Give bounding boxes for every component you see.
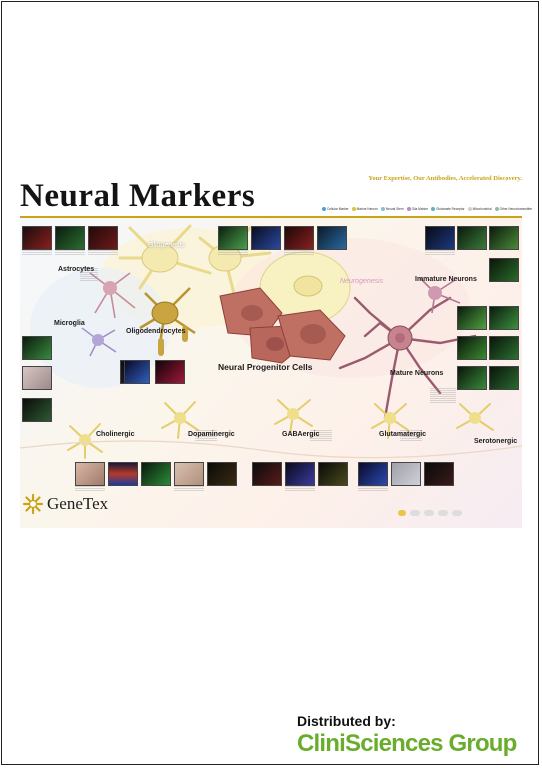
caption-lines — [430, 388, 456, 404]
micrograph-tile — [457, 366, 487, 390]
micrograph-tile — [457, 336, 487, 360]
legend-swatch — [380, 207, 385, 211]
label-immature-neurons: Immature Neurons — [415, 276, 477, 283]
micrograph-tile — [317, 226, 347, 250]
legend-label: Cellular Marker — [327, 207, 349, 211]
micrograph-tile — [22, 366, 52, 390]
micrograph-tile — [489, 258, 519, 282]
legend-label: Mitochondrial — [472, 207, 492, 211]
label-gabaergic: GABAergic — [282, 431, 320, 438]
neural-progenitor-cluster — [219, 287, 346, 364]
micrograph-tile — [489, 306, 519, 330]
micrograph-tile — [318, 462, 348, 486]
micrograph-tile — [489, 336, 519, 360]
process-neurogenesis: Neurogenesis — [340, 278, 384, 285]
legend-swatch — [322, 207, 326, 211]
micrograph-tile — [285, 462, 315, 486]
label-glutamatergic: Glutamatergic — [379, 431, 427, 438]
poster-illustration: Astrocytes Microglia Oligodendrocytes Ne… — [20, 218, 522, 528]
mature-neuron-cell — [338, 296, 477, 420]
legend-label: Other Neurotransmitter — [499, 207, 533, 211]
micrograph-tile — [218, 226, 248, 250]
label-dopaminergic: Dopaminergic — [188, 431, 235, 438]
caption-lines — [22, 250, 52, 255]
caption-lines — [310, 430, 332, 442]
label-serotonergic: Serotonergic — [474, 438, 518, 445]
caption-lines — [195, 430, 217, 442]
micrograph-tile — [207, 462, 237, 486]
caption-lines — [55, 250, 85, 255]
micrograph-tile — [284, 226, 314, 250]
legend-item: Glia Marker — [406, 205, 429, 213]
micrograph-tile — [425, 226, 455, 250]
distributor-logo: CliniSciences Group — [297, 730, 517, 757]
label-mature-neurons: Mature Neurons — [390, 370, 444, 377]
legend-swatch — [467, 207, 472, 211]
micrograph-tile — [489, 366, 519, 390]
legend-label: Mature Neuron — [356, 207, 378, 211]
oligodendrocyte-cell — [139, 287, 196, 344]
micrograph-tile — [252, 462, 282, 486]
micrograph-tile — [88, 226, 118, 250]
label-oligodendrocytes: Oligodendrocytes — [126, 328, 186, 335]
micrograph-tile — [155, 360, 185, 384]
legend-label: Glutamate Receptor — [436, 207, 465, 211]
label-cholinergic: Cholinergic — [96, 431, 135, 438]
caption-lines — [75, 486, 105, 491]
micrograph-tile — [457, 306, 487, 330]
micrograph-tile — [108, 462, 138, 486]
legend-label: Neural Stem — [385, 207, 404, 211]
micrograph-tile — [22, 226, 52, 250]
caption-lines — [284, 250, 314, 255]
caption-lines — [80, 268, 98, 282]
micrograph-tile — [251, 226, 281, 250]
caption-lines — [285, 486, 315, 491]
legend-item: Glutamate Receptor — [431, 205, 465, 213]
legend-item: Mitochondrial — [467, 205, 492, 213]
caption-lines — [218, 250, 248, 255]
caption-lines — [425, 250, 455, 255]
micrograph-tile — [22, 398, 52, 422]
legend-item: Other Neurotransmitter — [494, 205, 533, 213]
genetex-star-icon — [22, 493, 44, 515]
micrograph-tile — [55, 226, 85, 250]
legend: Cellular Marker Mature Neuron Neural Stem G… — [322, 205, 532, 213]
micrograph-tile — [124, 360, 150, 384]
poster-tagline: Your Expertise, Our Antibodies, Accelera… — [368, 175, 522, 182]
process-gliogenesis: Gliogenesis — [148, 242, 185, 249]
partner-logos — [398, 510, 462, 516]
genetex-logo: GeneTex — [22, 493, 108, 515]
legend-swatch — [351, 207, 356, 211]
micrograph-tile — [391, 462, 421, 486]
legend-swatch — [494, 207, 499, 211]
legend-item: Neural Stem — [380, 205, 404, 213]
micrograph-tile — [424, 462, 454, 486]
legend-item: Cellular Marker — [322, 205, 349, 213]
micrograph-tile — [75, 462, 105, 486]
distributed-by-label: Distributed by: — [297, 713, 396, 729]
micrograph-tile — [457, 226, 487, 250]
caption-lines — [400, 430, 422, 442]
legend-swatch — [406, 207, 411, 211]
caption-lines — [88, 250, 118, 255]
label-astrocytes: Astrocytes — [58, 266, 95, 273]
micrograph-tile — [22, 336, 52, 360]
caption-lines — [174, 486, 204, 491]
caption-lines — [358, 486, 388, 491]
cell-illustration — [20, 224, 522, 459]
legend-label: Glia Marker — [411, 207, 429, 211]
genetex-wordmark: GeneTex — [47, 494, 109, 513]
micrograph-tile — [489, 226, 519, 250]
micrograph-tile — [174, 462, 204, 486]
poster-title: Neural Markers — [20, 178, 256, 214]
micrograph-tile — [358, 462, 388, 486]
micrograph-tile — [141, 462, 171, 486]
legend-swatch — [431, 207, 436, 211]
gold-rule — [20, 216, 522, 218]
label-neural-progenitor-cells: Neural Progenitor Cells — [218, 362, 313, 372]
label-microglia: Microglia — [54, 320, 85, 327]
legend-item: Mature Neuron — [351, 205, 378, 213]
